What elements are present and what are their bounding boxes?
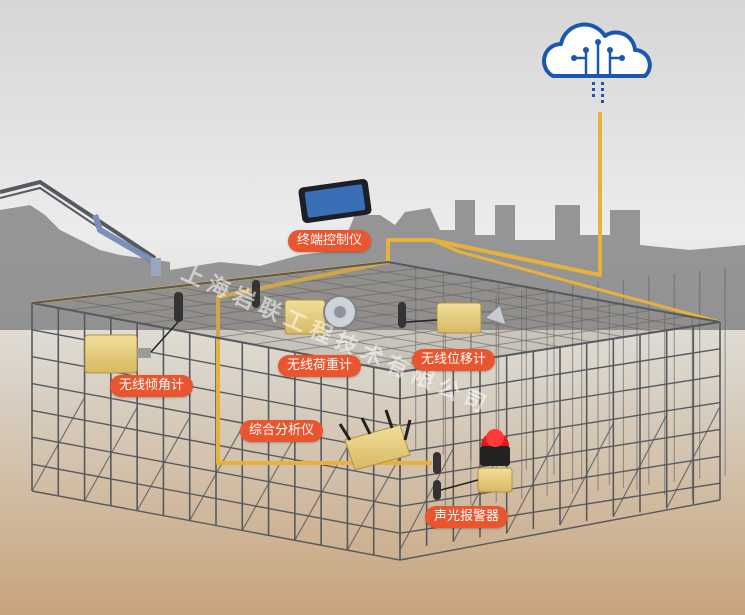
scaffold-tube — [31, 490, 401, 561]
scaffold-tube — [399, 375, 721, 427]
scaffold-tube — [215, 291, 555, 338]
scaffold-tube — [31, 436, 401, 507]
scaffold-tube — [399, 428, 721, 481]
deck-outline — [31, 260, 721, 374]
scaffold-tube — [399, 455, 721, 507]
siren-icon — [440, 429, 513, 493]
scaffold-tube — [316, 269, 657, 333]
tablet-icon — [298, 178, 372, 224]
scaffold-tube — [189, 426, 243, 521]
label-analyzer: 综合分析仪 — [240, 420, 324, 442]
scaffold-tube — [84, 407, 138, 502]
load-sensor-device — [252, 280, 357, 335]
displacement-sensor-device — [398, 302, 507, 334]
label-alarm: 声光报警器 — [425, 506, 509, 528]
scaffold-tube — [559, 422, 614, 526]
scaffold-tube — [506, 431, 561, 534]
scaffold-tube — [31, 463, 401, 534]
scaffold-tube — [399, 499, 721, 561]
scaffold-tube — [352, 265, 689, 328]
tilt-sensor-device — [84, 292, 183, 374]
scaffold-tube — [399, 401, 721, 454]
label-terminal-controller: 终端控制仪 — [288, 230, 372, 252]
scaffold-tube — [399, 447, 454, 551]
cloud-network-icon — [542, 22, 652, 103]
label-displacement-sensor: 无线位移计 — [412, 349, 496, 371]
scaffold-tube — [399, 348, 721, 400]
scaffold-tube — [31, 397, 86, 492]
scaffold-tube — [346, 456, 401, 551]
analyzer-device — [338, 409, 441, 500]
crane — [0, 179, 161, 276]
scaffold-tube — [326, 309, 654, 359]
scaffold-tube — [136, 416, 191, 512]
label-load-sensor: 无线荷重计 — [278, 355, 362, 377]
scaffold-tube — [666, 406, 721, 509]
scaffold-tube — [241, 436, 296, 531]
scaffold-tube — [245, 277, 593, 343]
scaffold-tube — [612, 414, 668, 517]
label-tilt-sensor: 无线倾角计 — [110, 375, 194, 397]
